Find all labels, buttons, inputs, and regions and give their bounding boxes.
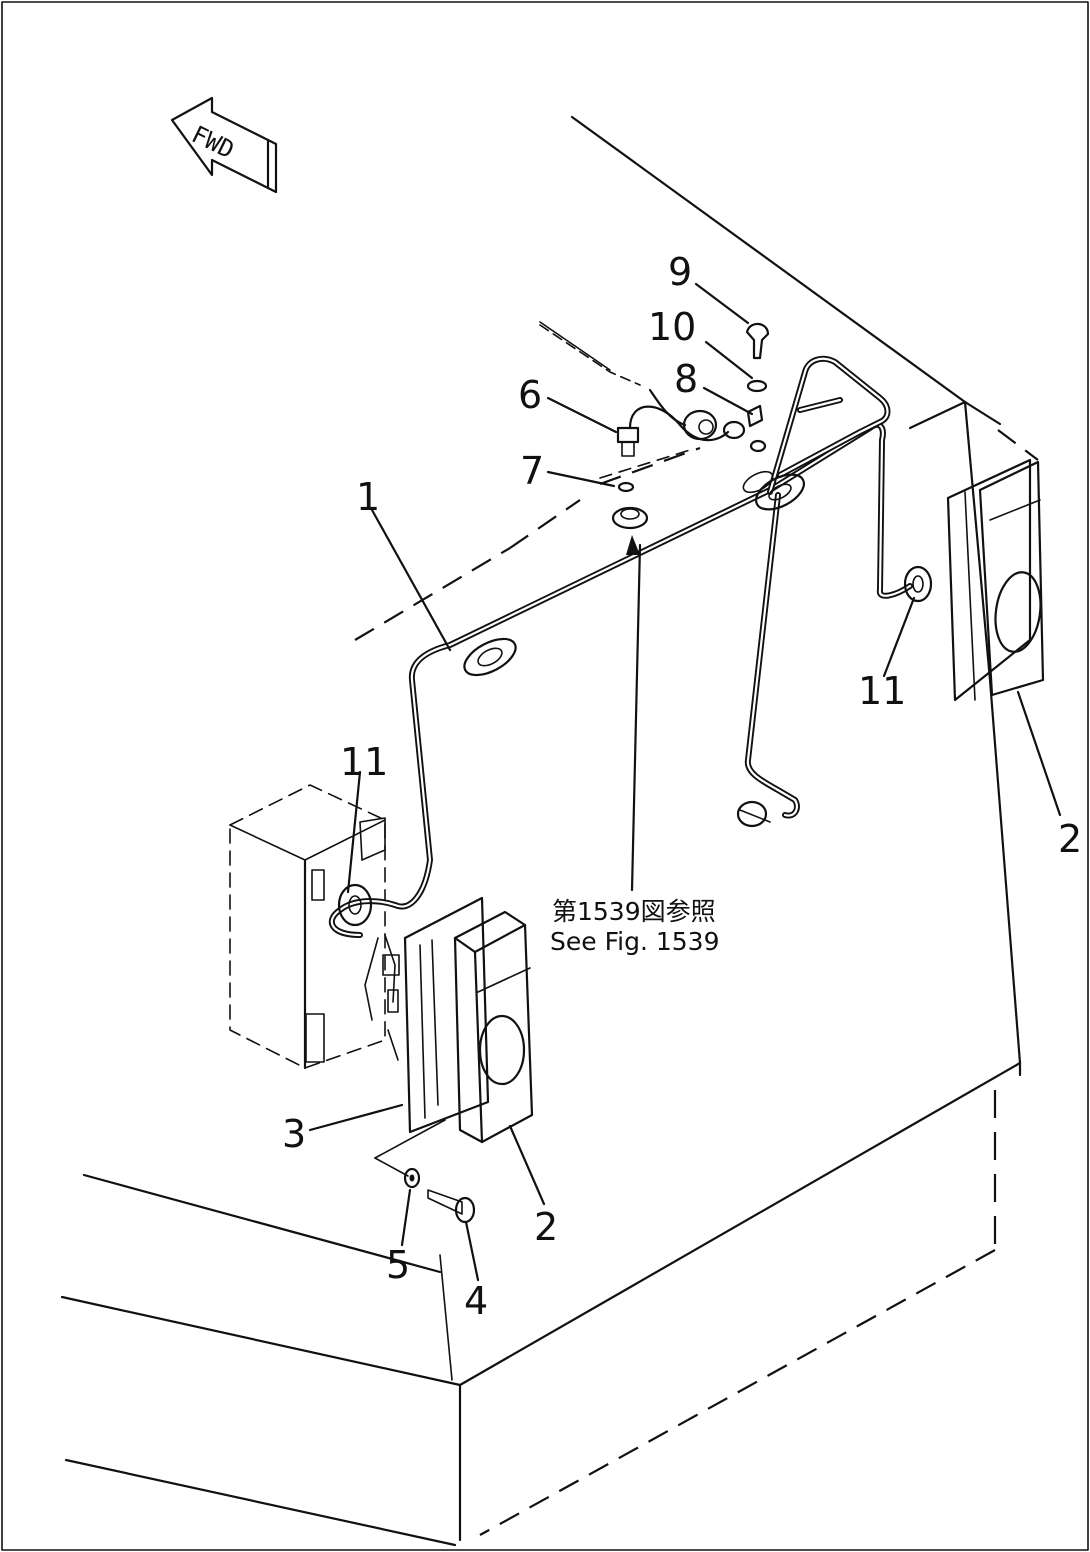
grommet-left <box>337 883 373 927</box>
callout-11-right: 11 <box>858 669 906 713</box>
callout-1: 1 <box>356 475 380 519</box>
callout-4: 4 <box>464 1279 488 1323</box>
callout-9: 9 <box>668 250 692 294</box>
reference-arrow <box>626 535 642 892</box>
forward-arrow-icon: FWD <box>170 96 278 194</box>
callout-10: 10 <box>648 305 696 349</box>
harness-clips <box>463 470 805 677</box>
left-work-lamp <box>374 896 534 1177</box>
callout-5: 5 <box>386 1243 410 1287</box>
bolt-and-washer <box>403 1167 476 1224</box>
callout-7: 7 <box>520 449 544 493</box>
leader-lines <box>308 282 1062 1282</box>
callout-2-right: 2 <box>1058 817 1082 861</box>
callout-3: 3 <box>282 1112 306 1156</box>
callout-8: 8 <box>674 357 698 401</box>
callout-2-left: 2 <box>534 1205 558 1249</box>
connector-plugs <box>539 321 771 828</box>
fwd-label: FWD <box>187 120 238 164</box>
callout-11-left: 11 <box>340 740 388 784</box>
callout-6: 6 <box>518 373 542 417</box>
cab-body <box>60 115 1039 1547</box>
right-work-lamp <box>946 458 1045 702</box>
reference-note-jp: 第1539図参照 <box>552 897 716 926</box>
grommet-right <box>903 565 933 603</box>
switch-assembly <box>599 322 770 530</box>
reference-note-en: See Fig. 1539 <box>550 927 719 956</box>
electrical-box <box>229 784 386 1070</box>
